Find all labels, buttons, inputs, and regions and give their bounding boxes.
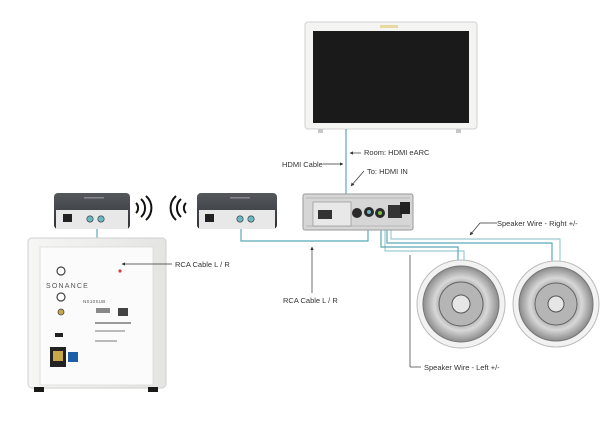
label-rca-cable-sub: RCA Cable L / R: [175, 260, 230, 269]
tv: [304, 21, 478, 133]
label-to-hdmi-in: To: HDMI IN: [367, 167, 408, 176]
wifi-icon-right: [169, 195, 187, 221]
wifi-icon-left: [135, 195, 153, 221]
speaker-wire-right-b: [390, 226, 561, 270]
subwoofer-model: NS10SUB: [83, 299, 106, 304]
label-rca-cable-transmitter: RCA Cable L / R: [283, 296, 338, 305]
subwoofer: [27, 237, 167, 392]
label-speaker-wire-right: Speaker Wire - Right +/-: [497, 219, 578, 228]
tv-screen: [313, 31, 469, 123]
rca-cable-wireless-link: [240, 224, 369, 242]
label-hdmi-cable: HDMI Cable: [282, 160, 323, 169]
subwoofer-brand: SONANCE: [46, 283, 90, 290]
wireless-transmitter: [197, 193, 277, 229]
label-speaker-wire-left: Speaker Wire - Left +/-: [424, 363, 500, 372]
speaker-wire-left: [380, 226, 459, 270]
amplifier: [302, 193, 414, 231]
wireless-receiver: [54, 193, 130, 229]
speaker-left: [416, 259, 506, 349]
speaker-wire-right: [386, 226, 553, 270]
leader-lines: [121, 151, 497, 368]
label-room-hdmi-earc: Room: HDMI eARC: [364, 148, 430, 157]
speaker-right: [512, 260, 600, 348]
